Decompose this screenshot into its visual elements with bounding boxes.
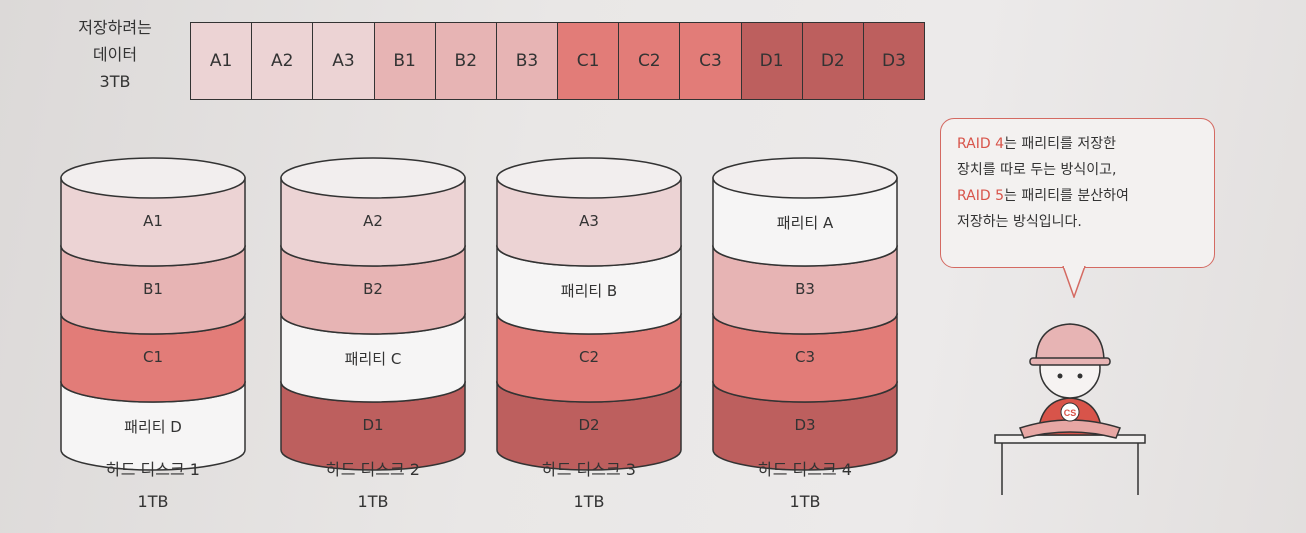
disk-layer-body <box>60 177 246 267</box>
speech-bubble: RAID 4는 패리티를 저장한 장치를 따로 두는 방식이고, RAID 5는… <box>940 118 1215 268</box>
disk-layer-top <box>60 157 246 199</box>
data-block-a2: A2 <box>252 23 314 99</box>
data-to-store-label: 저장하려는 데이터 3TB <box>50 14 180 95</box>
data-block-d2: D2 <box>802 23 864 99</box>
disk-layer-body <box>60 245 246 335</box>
bubble-line-2: 장치를 따로 두는 방식이고, <box>957 162 1117 178</box>
data-block-d1: D1 <box>741 23 803 99</box>
hard-disk-drawing <box>496 157 682 471</box>
hard-disk-caption: 하드 디스크 1 <box>106 460 200 479</box>
bubble-line-3-text: 는 패리티를 분산하여 <box>1004 188 1129 204</box>
hard-disk-caption: 하드 디스크 2 <box>326 460 420 479</box>
bubble-line-1-text: 는 패리티를 저장한 <box>1004 136 1116 152</box>
data-label-line-1: 저장하려는 <box>78 18 152 37</box>
disk-layer-body <box>712 381 898 471</box>
hard-disk-capacity: 1TB <box>789 492 821 511</box>
data-block-c1: C1 <box>558 23 620 99</box>
disk-layer-body <box>496 177 682 267</box>
data-block-b3: B3 <box>496 23 559 99</box>
disk-layer-body <box>496 245 682 335</box>
disk-layer-top <box>280 157 466 199</box>
disk-layer-body <box>712 313 898 403</box>
disk-layer-body <box>712 177 898 267</box>
data-block-a1: A1 <box>191 23 253 99</box>
hard-disk-capacity: 1TB <box>573 492 605 511</box>
disk-layer-body <box>280 177 466 267</box>
data-block-d3: D3 <box>863 23 925 99</box>
bubble-line-4: 저장하는 방식입니다. <box>957 214 1082 230</box>
raid5-highlight: RAID 5 <box>957 188 1005 204</box>
data-block-b2: B2 <box>435 23 497 99</box>
bubble-line-3: RAID 5는 패리티를 분산하여 <box>957 183 1198 209</box>
disk-layer-body <box>496 313 682 403</box>
disk-layer-top <box>712 157 898 199</box>
raid4-highlight: RAID 4 <box>957 136 1005 152</box>
data-label-line-2: 데이터 <box>92 45 138 64</box>
mascot-badge-text: CS <box>1064 408 1077 418</box>
disk-layer-body <box>280 245 466 335</box>
hard-disk-caption: 하드 디스크 3 <box>542 460 636 479</box>
disk-layer-body <box>60 313 246 403</box>
hard-disk-caption: 하드 디스크 4 <box>758 460 852 479</box>
data-block-a3: A3 <box>313 23 375 99</box>
disk-layer-body <box>712 245 898 335</box>
data-block-c3: C3 <box>680 23 742 99</box>
bubble-line-1: RAID 4는 패리티를 저장한 <box>957 131 1198 157</box>
data-block-c2: C2 <box>619 23 681 99</box>
hard-disk-capacity: 1TB <box>357 492 389 511</box>
data-label-line-3: 3TB <box>99 72 131 91</box>
mascot-illustration: CS <box>994 323 1146 495</box>
speech-bubble-tail <box>1062 266 1086 298</box>
hard-disk-drawing <box>60 157 246 471</box>
disk-layer-body <box>280 381 466 471</box>
data-block-b1: B1 <box>374 23 436 99</box>
disk-layer-body <box>496 381 682 471</box>
disk-layer-top <box>496 157 682 199</box>
hard-disk-capacity: 1TB <box>137 492 169 511</box>
disk-layer-body <box>60 381 246 471</box>
disk-layer-body <box>280 313 466 403</box>
hard-disk-drawing <box>712 157 898 471</box>
hard-disk-drawing <box>280 157 466 471</box>
